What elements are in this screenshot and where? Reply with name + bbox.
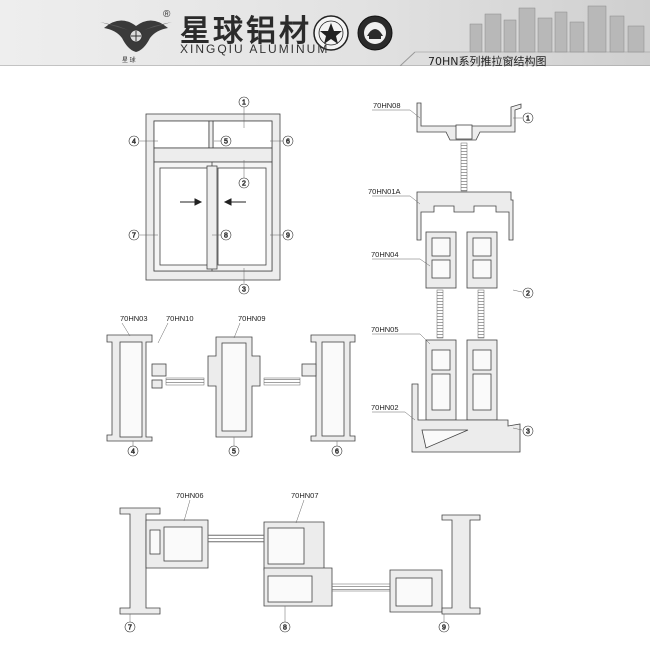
svg-text:7: 7 — [128, 625, 132, 632]
callout-7-elevation: 7 — [128, 229, 140, 241]
arrow-right-icon — [194, 198, 203, 206]
svg-text:8: 8 — [283, 625, 287, 632]
callout-2-elevation: 2 — [238, 177, 250, 189]
label-70hn07: 70HN07 — [291, 491, 319, 500]
svg-text:9: 9 — [442, 625, 446, 632]
certification-seal-icon — [357, 15, 393, 51]
label-70hn01a: 70HN01A — [368, 187, 401, 196]
label-70hn02: 70HN02 — [371, 403, 399, 412]
callout-8-section: 8 — [279, 621, 291, 633]
svg-text:2: 2 — [242, 181, 246, 188]
svg-text:4: 4 — [132, 139, 136, 146]
arrow-left-icon — [223, 198, 232, 206]
svg-text:8: 8 — [224, 233, 228, 240]
label-70hn03: 70HN03 — [120, 314, 148, 323]
callout-9-section: 9 — [438, 621, 450, 633]
svg-text:6: 6 — [286, 139, 290, 146]
section-leaders — [372, 109, 523, 431]
transom-bar — [153, 147, 273, 163]
sliding-arrows — [180, 198, 246, 206]
svg-text:2: 2 — [526, 291, 530, 298]
label-70hn04: 70HN04 — [371, 250, 399, 259]
svg-text:4: 4 — [131, 449, 135, 456]
callout-3-section: 3 — [522, 425, 534, 437]
header: 星 球 ® 星球铝材 XINGQIU ALU — [0, 0, 650, 68]
label-70hn10: 70HN10 — [166, 314, 194, 323]
left-glass — [159, 167, 209, 266]
brand-name-en: XINGQIU ALUMINUM — [180, 42, 330, 56]
callout-6-elevation: 6 — [282, 135, 294, 147]
callout-8-elevation: 8 — [220, 229, 232, 241]
label-70hn06: 70HN06 — [176, 491, 204, 500]
callout-5-elevation: 5 — [220, 135, 232, 147]
vertical-section — [372, 102, 523, 453]
profile-70hn08-shape — [416, 102, 522, 141]
callout-7-section: 7 — [124, 621, 136, 633]
profile-labels: 70HN08 70HN01A 70HN04 70HN05 70HN02 70HN… — [120, 101, 401, 500]
interlock-stile — [206, 165, 218, 270]
svg-text:3: 3 — [526, 429, 530, 436]
callout-2-section: 2 — [522, 287, 534, 299]
label-70hn05: 70HN05 — [371, 325, 399, 334]
horizontal-section-456 — [106, 322, 356, 446]
window-elevation — [145, 113, 281, 281]
horizontal-section-789 — [119, 499, 481, 622]
callout-4-section: 4 — [127, 445, 139, 457]
page-title: 70HN系列推拉窗结构图 — [428, 55, 547, 68]
quality-seal-icon — [313, 15, 349, 51]
transom-left-pane — [153, 120, 210, 149]
svg-text:1: 1 — [526, 116, 530, 123]
header-background: 星 球 — [0, 0, 650, 67]
callout-4-elevation: 4 — [128, 135, 140, 147]
label-70hn08: 70HN08 — [373, 101, 401, 110]
brand-name-cn: 星球铝材 — [180, 14, 312, 49]
svg-text:5: 5 — [232, 449, 236, 456]
svg-text:3: 3 — [242, 287, 246, 294]
frame-right-789-shape — [441, 514, 481, 615]
callout-3-elevation: 3 — [238, 283, 250, 295]
callout-6-section: 6 — [331, 445, 343, 457]
callout-9-elevation: 9 — [282, 229, 294, 241]
registered-mark: ® — [163, 9, 171, 20]
transom-mullion — [208, 120, 214, 149]
callout-5-section: 5 — [228, 445, 240, 457]
svg-text:9: 9 — [286, 233, 290, 240]
callout-1-section: 1 — [522, 112, 534, 124]
svg-text:6: 6 — [335, 449, 339, 456]
frame-left-shape — [119, 507, 161, 615]
svg-text:1: 1 — [242, 100, 246, 107]
building-skyline-icon — [469, 5, 645, 53]
glass-hatches — [436, 142, 485, 339]
callout-1-elevation: 1 — [238, 96, 250, 108]
profile-70hn10-shape — [151, 363, 167, 377]
callout-markers: 1 4 5 6 2 7 8 9 3 1 2 3 4 5 6 7 8 9 — [124, 96, 534, 633]
eagle-logo-icon: 星 球 — [100, 20, 172, 64]
svg-text:5: 5 — [224, 139, 228, 146]
svg-text:星 球: 星 球 — [122, 56, 136, 64]
label-70hn09: 70HN09 — [238, 314, 266, 323]
profile-70hn01a-shape — [416, 191, 514, 241]
svg-text:7: 7 — [132, 233, 136, 240]
